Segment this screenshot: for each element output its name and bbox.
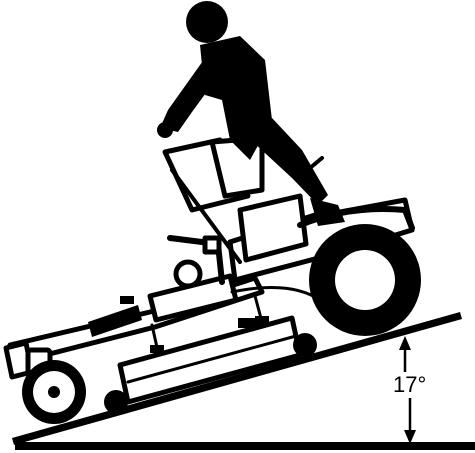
rear-drive-wheel — [309, 224, 421, 336]
angle-label: 17° — [393, 372, 426, 397]
mower — [6, 138, 421, 424]
deck-wheel-front — [104, 390, 128, 414]
operator-hand — [157, 122, 173, 138]
front-caster-wheel — [22, 350, 86, 424]
lift-knob — [120, 296, 134, 304]
deck-wheel-rear — [293, 333, 317, 357]
fuel-cap — [176, 262, 200, 286]
operator-head — [186, 1, 228, 43]
level-ground-line — [15, 442, 475, 450]
